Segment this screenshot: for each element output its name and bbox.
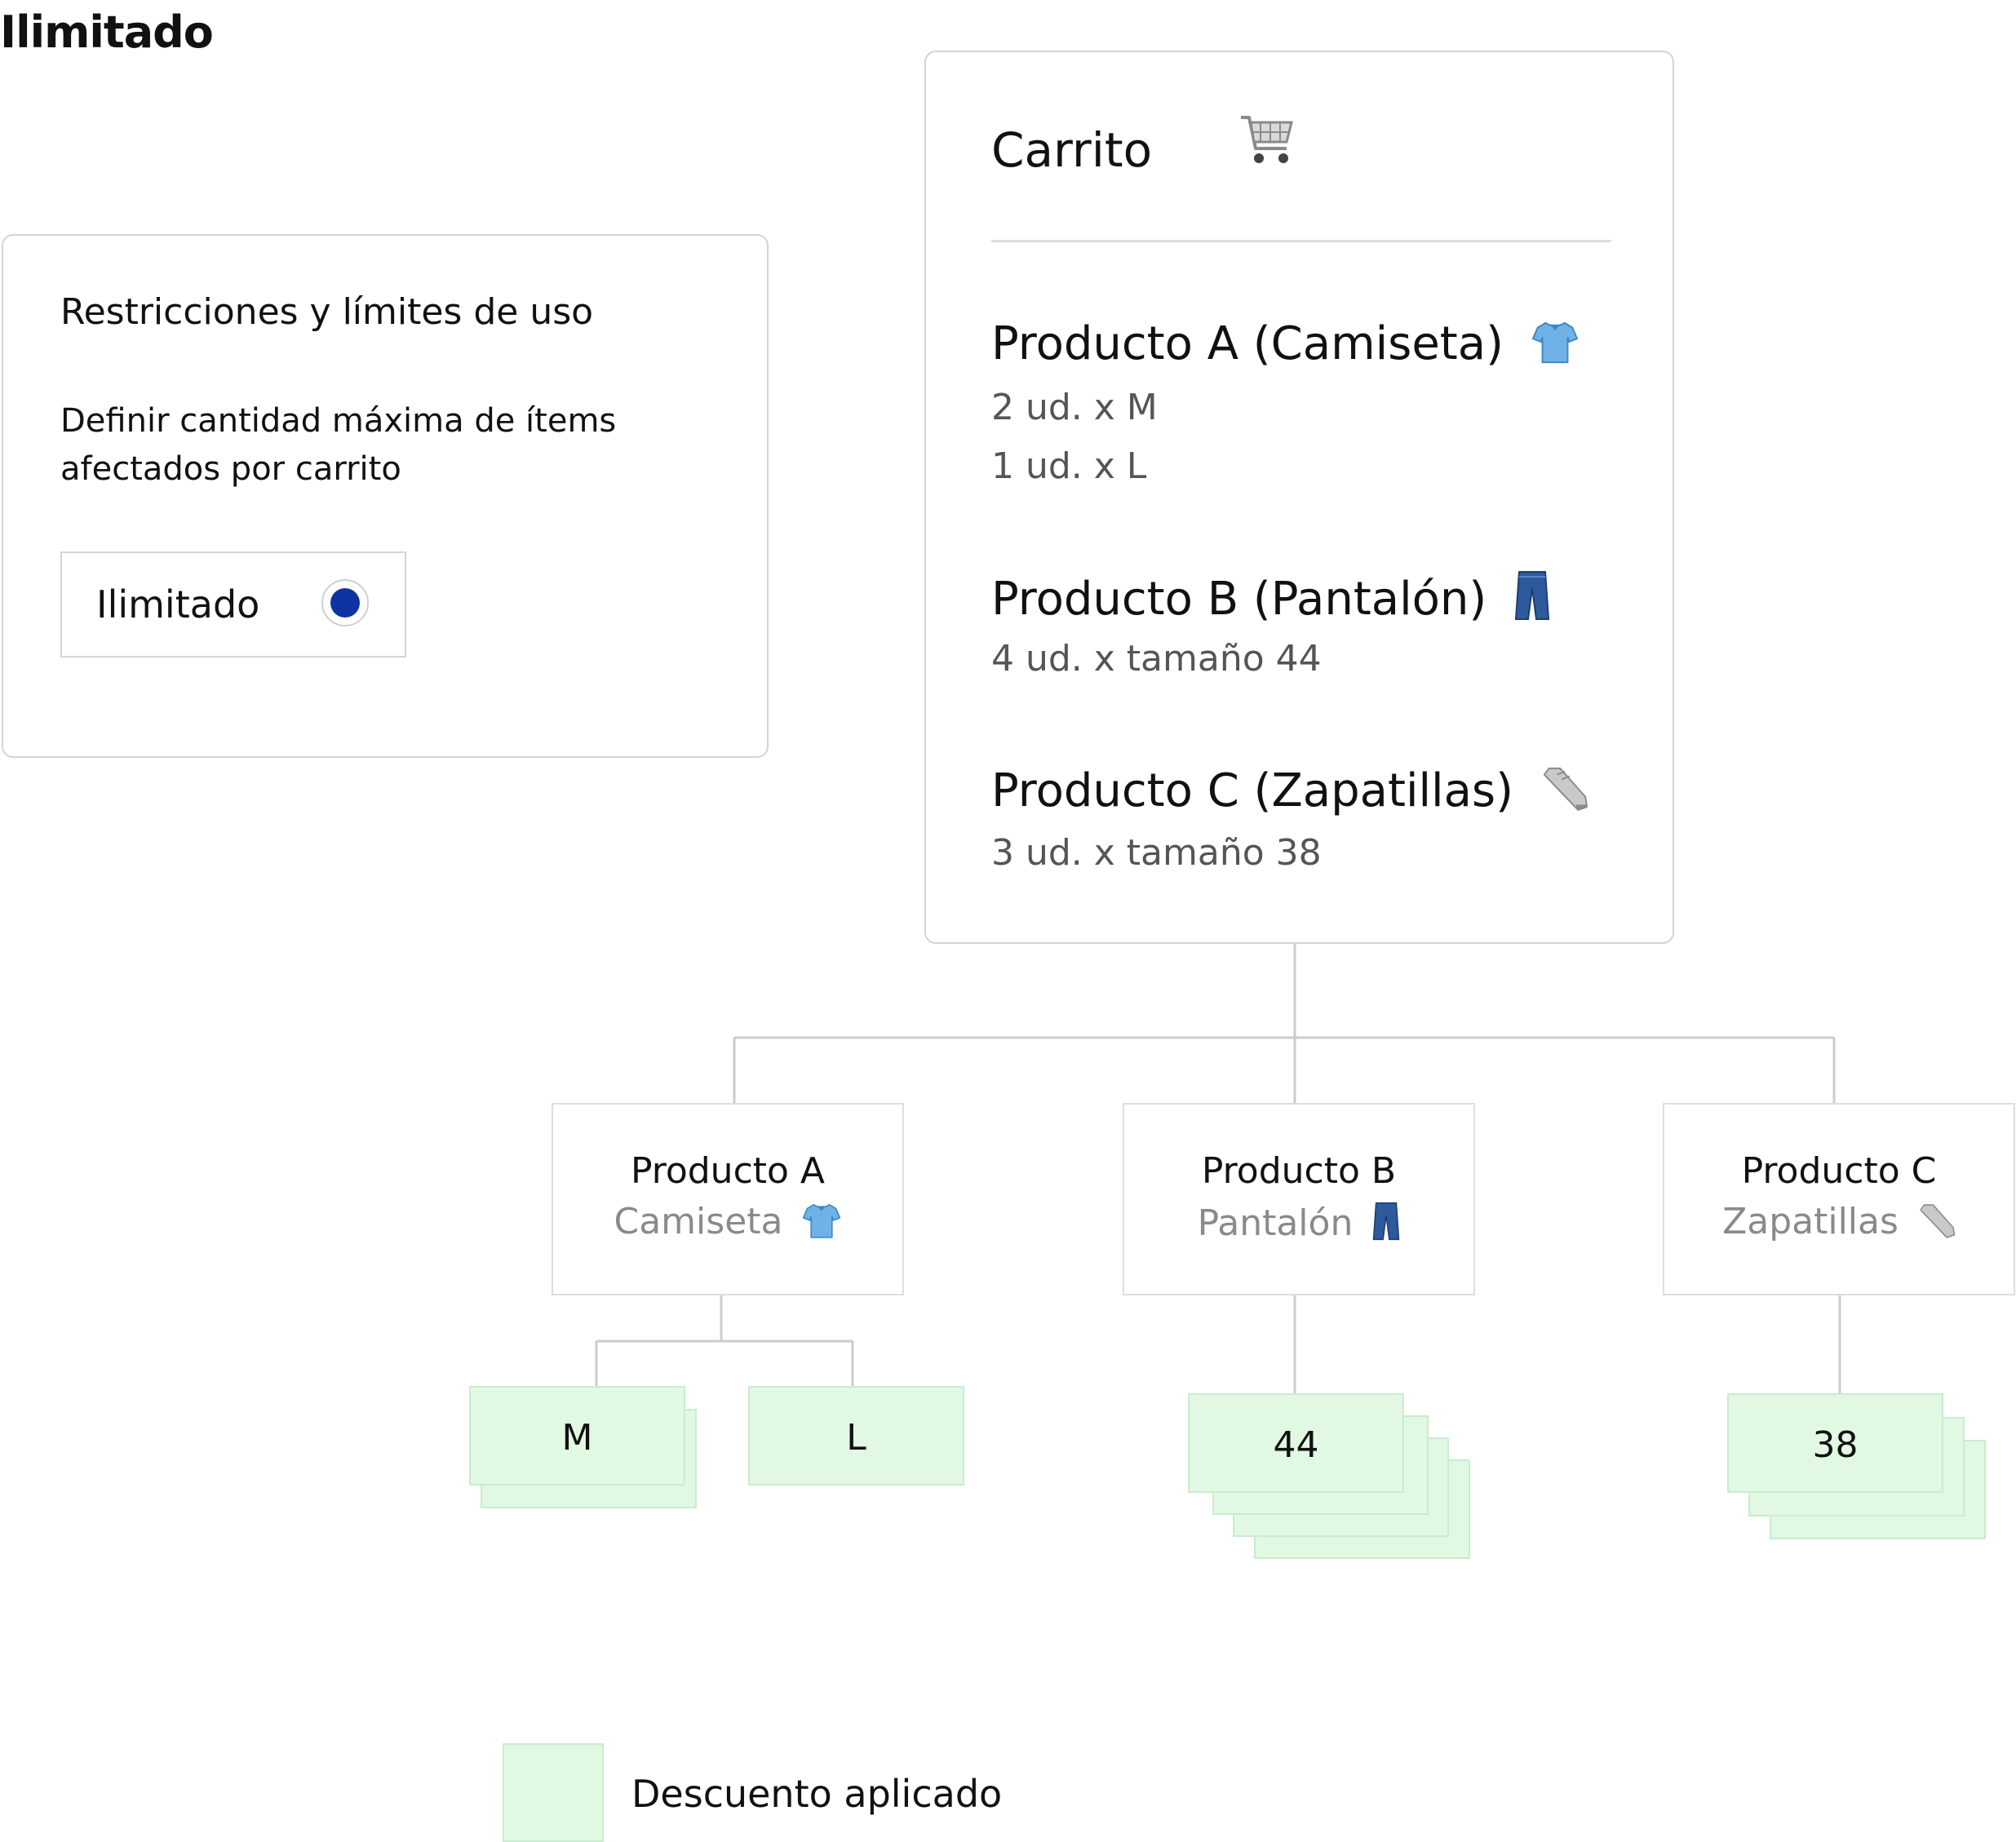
product-a-sub: Camiseta bbox=[553, 1201, 902, 1242]
variant-38-label: 38 bbox=[1812, 1424, 1859, 1466]
product-c-sub-label: Zapatillas bbox=[1722, 1201, 1899, 1242]
product-c-name: Producto C bbox=[1741, 1150, 1937, 1192]
jeans-icon bbox=[1373, 1202, 1400, 1241]
variant-l-label: L bbox=[846, 1417, 866, 1459]
variant-m-card: M bbox=[469, 1386, 685, 1486]
product-c-sub: Zapatillas bbox=[1664, 1201, 2014, 1242]
legend-swatch bbox=[503, 1743, 604, 1842]
unlimited-option[interactable]: Ilimitado bbox=[60, 551, 406, 658]
cart-product-b-label: Producto B (Pantalón) bbox=[991, 573, 1487, 626]
cart-product-b-line-1: 4 ud. x tamaño 44 bbox=[991, 638, 1322, 680]
variant-44-label: 44 bbox=[1273, 1424, 1319, 1466]
cart-divider bbox=[991, 240, 1611, 242]
unlimited-radio[interactable] bbox=[321, 579, 369, 627]
description-line-2: afectados por carrito bbox=[60, 450, 401, 488]
usage-limits-card bbox=[2, 234, 769, 758]
jeans-icon bbox=[1514, 571, 1550, 620]
page-title: Ilimitado bbox=[0, 7, 214, 58]
variant-44-card: 44 bbox=[1188, 1393, 1404, 1493]
cart-product-c-name: Producto C (Zapatillas) bbox=[991, 764, 1588, 817]
variant-l-card: L bbox=[748, 1386, 964, 1486]
legend-label: Descuento aplicado bbox=[631, 1772, 1003, 1816]
product-a-node: Producto A Camiseta bbox=[552, 1103, 904, 1295]
tshirt-icon bbox=[1531, 321, 1579, 364]
cart-product-a-line-1: 2 ud. x M bbox=[991, 387, 1158, 428]
cart-product-b-name: Producto B (Pantalón) bbox=[991, 570, 1550, 626]
cart-product-a-label: Producto A (Camiseta) bbox=[991, 317, 1504, 370]
product-b-sub-label: Pantalón bbox=[1197, 1202, 1354, 1244]
variant-m-label: M bbox=[561, 1417, 593, 1459]
cart-card: Carrito Producto A (Camiseta) 2 ud. x M … bbox=[924, 51, 1674, 944]
product-a-sub-label: Camiseta bbox=[614, 1201, 783, 1242]
cart-product-c-label: Producto C (Zapatillas) bbox=[991, 764, 1513, 817]
product-b-name: Producto B bbox=[1201, 1150, 1397, 1192]
cart-product-a-name: Producto A (Camiseta) bbox=[991, 317, 1579, 370]
usage-limits-description: Definir cantidad máxima de ítems afectad… bbox=[60, 397, 680, 494]
shopping-cart-icon bbox=[1241, 116, 1293, 163]
cart-product-c-line-1: 3 ud. x tamaño 38 bbox=[991, 832, 1322, 874]
sneaker-icon bbox=[1919, 1204, 1956, 1238]
product-a-name: Producto A bbox=[630, 1150, 826, 1192]
unlimited-option-label: Ilimitado bbox=[96, 582, 260, 627]
sneaker-icon bbox=[1543, 767, 1588, 812]
product-b-sub: Pantalón bbox=[1124, 1201, 1473, 1244]
description-line-1: Definir cantidad máxima de ítems bbox=[60, 402, 617, 440]
product-b-node: Producto B Pantalón bbox=[1123, 1103, 1475, 1295]
radio-selected-dot bbox=[330, 588, 360, 618]
cart-title: Carrito bbox=[991, 122, 1153, 178]
tshirt-icon bbox=[803, 1203, 841, 1238]
cart-product-a-line-2: 1 ud. x L bbox=[991, 445, 1147, 487]
variant-38-card: 38 bbox=[1727, 1393, 1943, 1493]
usage-limits-title: Restricciones y límites de uso bbox=[60, 291, 594, 333]
product-c-node: Producto C Zapatillas bbox=[1663, 1103, 2015, 1295]
